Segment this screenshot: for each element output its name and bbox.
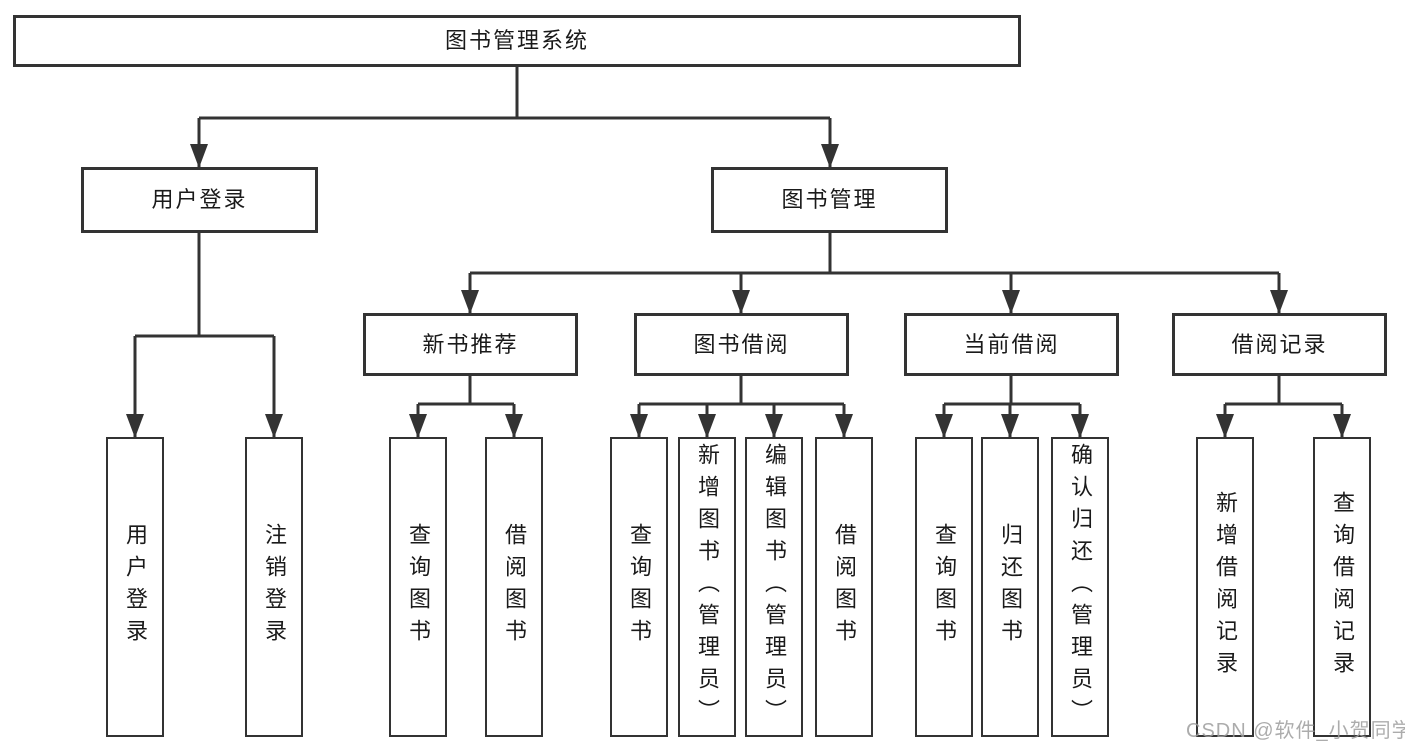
leaf-current-query-books: 查询图书 [915, 437, 973, 737]
connector-user-login-to-leaves [126, 233, 283, 438]
leaf-borrow-query-books: 查询图书 [610, 437, 668, 737]
leaf-current-confirm-return: 确认归还（管理员） [1051, 437, 1109, 737]
leaf-current-query-books-label: 查询图书 [932, 523, 957, 651]
leaf-logout-label: 注销登录 [262, 523, 287, 651]
node-root: 图书管理系统 [13, 15, 1021, 67]
leaf-borrow-borrow-books-label: 借阅图书 [832, 523, 857, 651]
leaf-current-return-books: 归还图书 [981, 437, 1039, 737]
node-borrow-records-label: 借阅记录 [1231, 331, 1328, 357]
leaf-borrow-edit-books: 编辑图书（管理员） [745, 437, 803, 737]
node-user-login: 用户登录 [81, 167, 318, 233]
node-root-label: 图书管理系统 [444, 28, 589, 53]
node-user-login-label: 用户登录 [151, 187, 248, 212]
leaf-borrow-add-books-label: 新增图书（管理员） [695, 443, 720, 731]
node-current-borrow-label: 当前借阅 [963, 331, 1060, 357]
leaf-logout: 注销登录 [245, 437, 303, 737]
node-borrow-records: 借阅记录 [1172, 313, 1387, 376]
leaf-records-add-record: 新增借阅记录 [1196, 437, 1254, 737]
leaf-borrow-edit-books-label: 编辑图书（管理员） [762, 443, 787, 731]
leaf-borrow-borrow-books: 借阅图书 [815, 437, 873, 737]
node-book-management-label: 图书管理 [781, 187, 878, 212]
leaf-borrow-query-books-label: 查询图书 [627, 523, 652, 651]
node-book-borrow: 图书借阅 [634, 313, 849, 376]
leaf-recommend-borrow-books: 借阅图书 [485, 437, 543, 737]
connector-book-borrow-to-leaves [630, 376, 853, 438]
leaf-recommend-query-books: 查询图书 [389, 437, 447, 737]
leaf-current-confirm-return-label: 确认归还（管理员） [1068, 443, 1093, 731]
leaf-borrow-add-books: 新增图书（管理员） [678, 437, 736, 737]
leaf-current-return-books-label: 归还图书 [998, 523, 1023, 651]
leaf-records-query-record: 查询借阅记录 [1313, 437, 1371, 737]
leaf-recommend-query-books-label: 查询图书 [406, 523, 431, 651]
csdn-watermark: CSDN @软件_小贺同学 [1186, 720, 1405, 742]
leaf-recommend-borrow-books-label: 借阅图书 [502, 523, 527, 651]
connector-book-management-to-level3 [461, 233, 1288, 314]
leaf-records-query-record-label: 查询借阅记录 [1330, 491, 1355, 683]
node-book-management: 图书管理 [711, 167, 948, 233]
node-new-book-recommend: 新书推荐 [363, 313, 578, 376]
leaf-records-add-record-label: 新增借阅记录 [1213, 491, 1238, 683]
leaf-user-login: 用户登录 [106, 437, 164, 737]
connector-borrow-records-to-leaves [1216, 376, 1351, 438]
node-book-borrow-label: 图书借阅 [693, 331, 790, 357]
connector-new-book-recommend-to-leaves [409, 376, 523, 438]
node-new-book-recommend-label: 新书推荐 [422, 331, 519, 357]
node-current-borrow: 当前借阅 [904, 313, 1119, 376]
connector-current-borrow-to-leaves [935, 376, 1089, 438]
connector-root-to-level2 [190, 67, 839, 168]
leaf-user-login-label: 用户登录 [123, 523, 148, 651]
